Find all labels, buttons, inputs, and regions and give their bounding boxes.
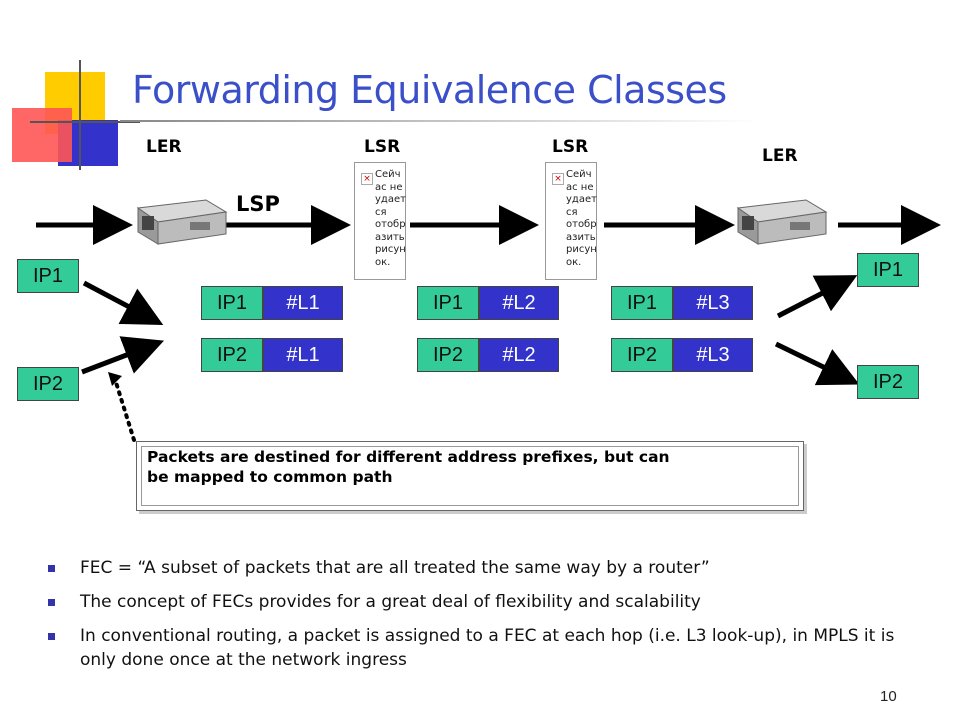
ingress-packet-ip1: IP1 (17, 259, 79, 293)
egress-packet-ip2: IP2 (857, 365, 919, 399)
router-left-icon (136, 199, 228, 245)
broken-image-icon: × (361, 173, 373, 185)
missing-image-text: Сейч ас не удает ся отобр азить рисун ок… (566, 169, 597, 268)
router-right-icon (736, 199, 828, 245)
bullet-square-icon (48, 633, 55, 640)
lsr-2-label: LSR (552, 137, 589, 157)
bullet-text: The concept of FECs provides for a great… (80, 592, 701, 612)
bullet-square-icon (48, 599, 55, 606)
ip1-out-arrow (776, 275, 858, 319)
mpls-label: #L3 (673, 338, 753, 372)
ler-right-label: LER (762, 146, 798, 166)
callout-inner-border (141, 446, 799, 506)
lsr-2-missing-image: × Сейч ас не удает ся отобр азить рисун … (545, 162, 597, 280)
bullet-text: FEC = “A subset of packets that are all … (80, 558, 710, 578)
ip2-in-arrow (81, 336, 165, 375)
deco-red-square (12, 108, 72, 162)
labeled-packet-ip2-l2: IP2 #L2 (417, 338, 559, 372)
packet-ip: IP2 (201, 338, 263, 372)
packet-ip: IP2 (611, 338, 673, 372)
page-number: 10 (880, 688, 897, 705)
mpls-label: #L2 (479, 286, 559, 320)
mpls-label: #L1 (263, 338, 343, 372)
page-title: Forwarding Equivalence Classes (132, 68, 727, 112)
callout-pointer (112, 374, 136, 442)
title-underline (120, 120, 760, 122)
packet-ip: IP2 (417, 338, 479, 372)
title-decoration (12, 60, 140, 170)
bullet-item: The concept of FECs provides for a great… (48, 590, 928, 614)
broken-image-icon: × (552, 173, 564, 185)
egress-packet-ip1: IP1 (857, 253, 919, 287)
lsr-1-label: LSR (364, 137, 401, 157)
bullet-text: In conventional routing, a packet is ass… (80, 626, 895, 670)
ip2-out-arrow (774, 341, 860, 386)
mpls-label: #L3 (673, 286, 753, 320)
bullet-square-icon (48, 565, 55, 572)
labeled-packet-ip1-l1: IP1 #L1 (201, 286, 343, 320)
packet-ip: IP1 (417, 286, 479, 320)
packet-ip: IP1 (201, 286, 263, 320)
bullet-item: FEC = “A subset of packets that are all … (48, 556, 928, 580)
packet-ip: IP1 (611, 286, 673, 320)
bullet-list: FEC = “A subset of packets that are all … (48, 556, 928, 682)
labeled-packet-ip2-l1: IP2 #L1 (201, 338, 343, 372)
labeled-packet-ip1-l2: IP1 #L2 (417, 286, 559, 320)
lsp-label: LSP (236, 192, 280, 216)
bullet-item: In conventional routing, a packet is ass… (48, 624, 928, 672)
ip1-in-arrow (82, 280, 164, 326)
callout-box: Packets are destined for different addre… (136, 441, 804, 511)
missing-image-text: Сейч ас не удает ся отобр азить рисун ок… (375, 169, 406, 268)
mpls-label: #L2 (479, 338, 559, 372)
labeled-packet-ip1-l3: IP1 #L3 (611, 286, 753, 320)
callout-line-1: Packets are destined for different addre… (147, 448, 670, 466)
mpls-label: #L1 (263, 286, 343, 320)
labeled-packet-ip2-l3: IP2 #L3 (611, 338, 753, 372)
ingress-packet-ip2: IP2 (17, 367, 79, 401)
lsr-1-missing-image: × Сейч ас не удает ся отобр азить рисун … (354, 162, 406, 280)
ler-left-label: LER (146, 137, 182, 157)
callout-line-2: be mapped to common path (147, 468, 393, 486)
